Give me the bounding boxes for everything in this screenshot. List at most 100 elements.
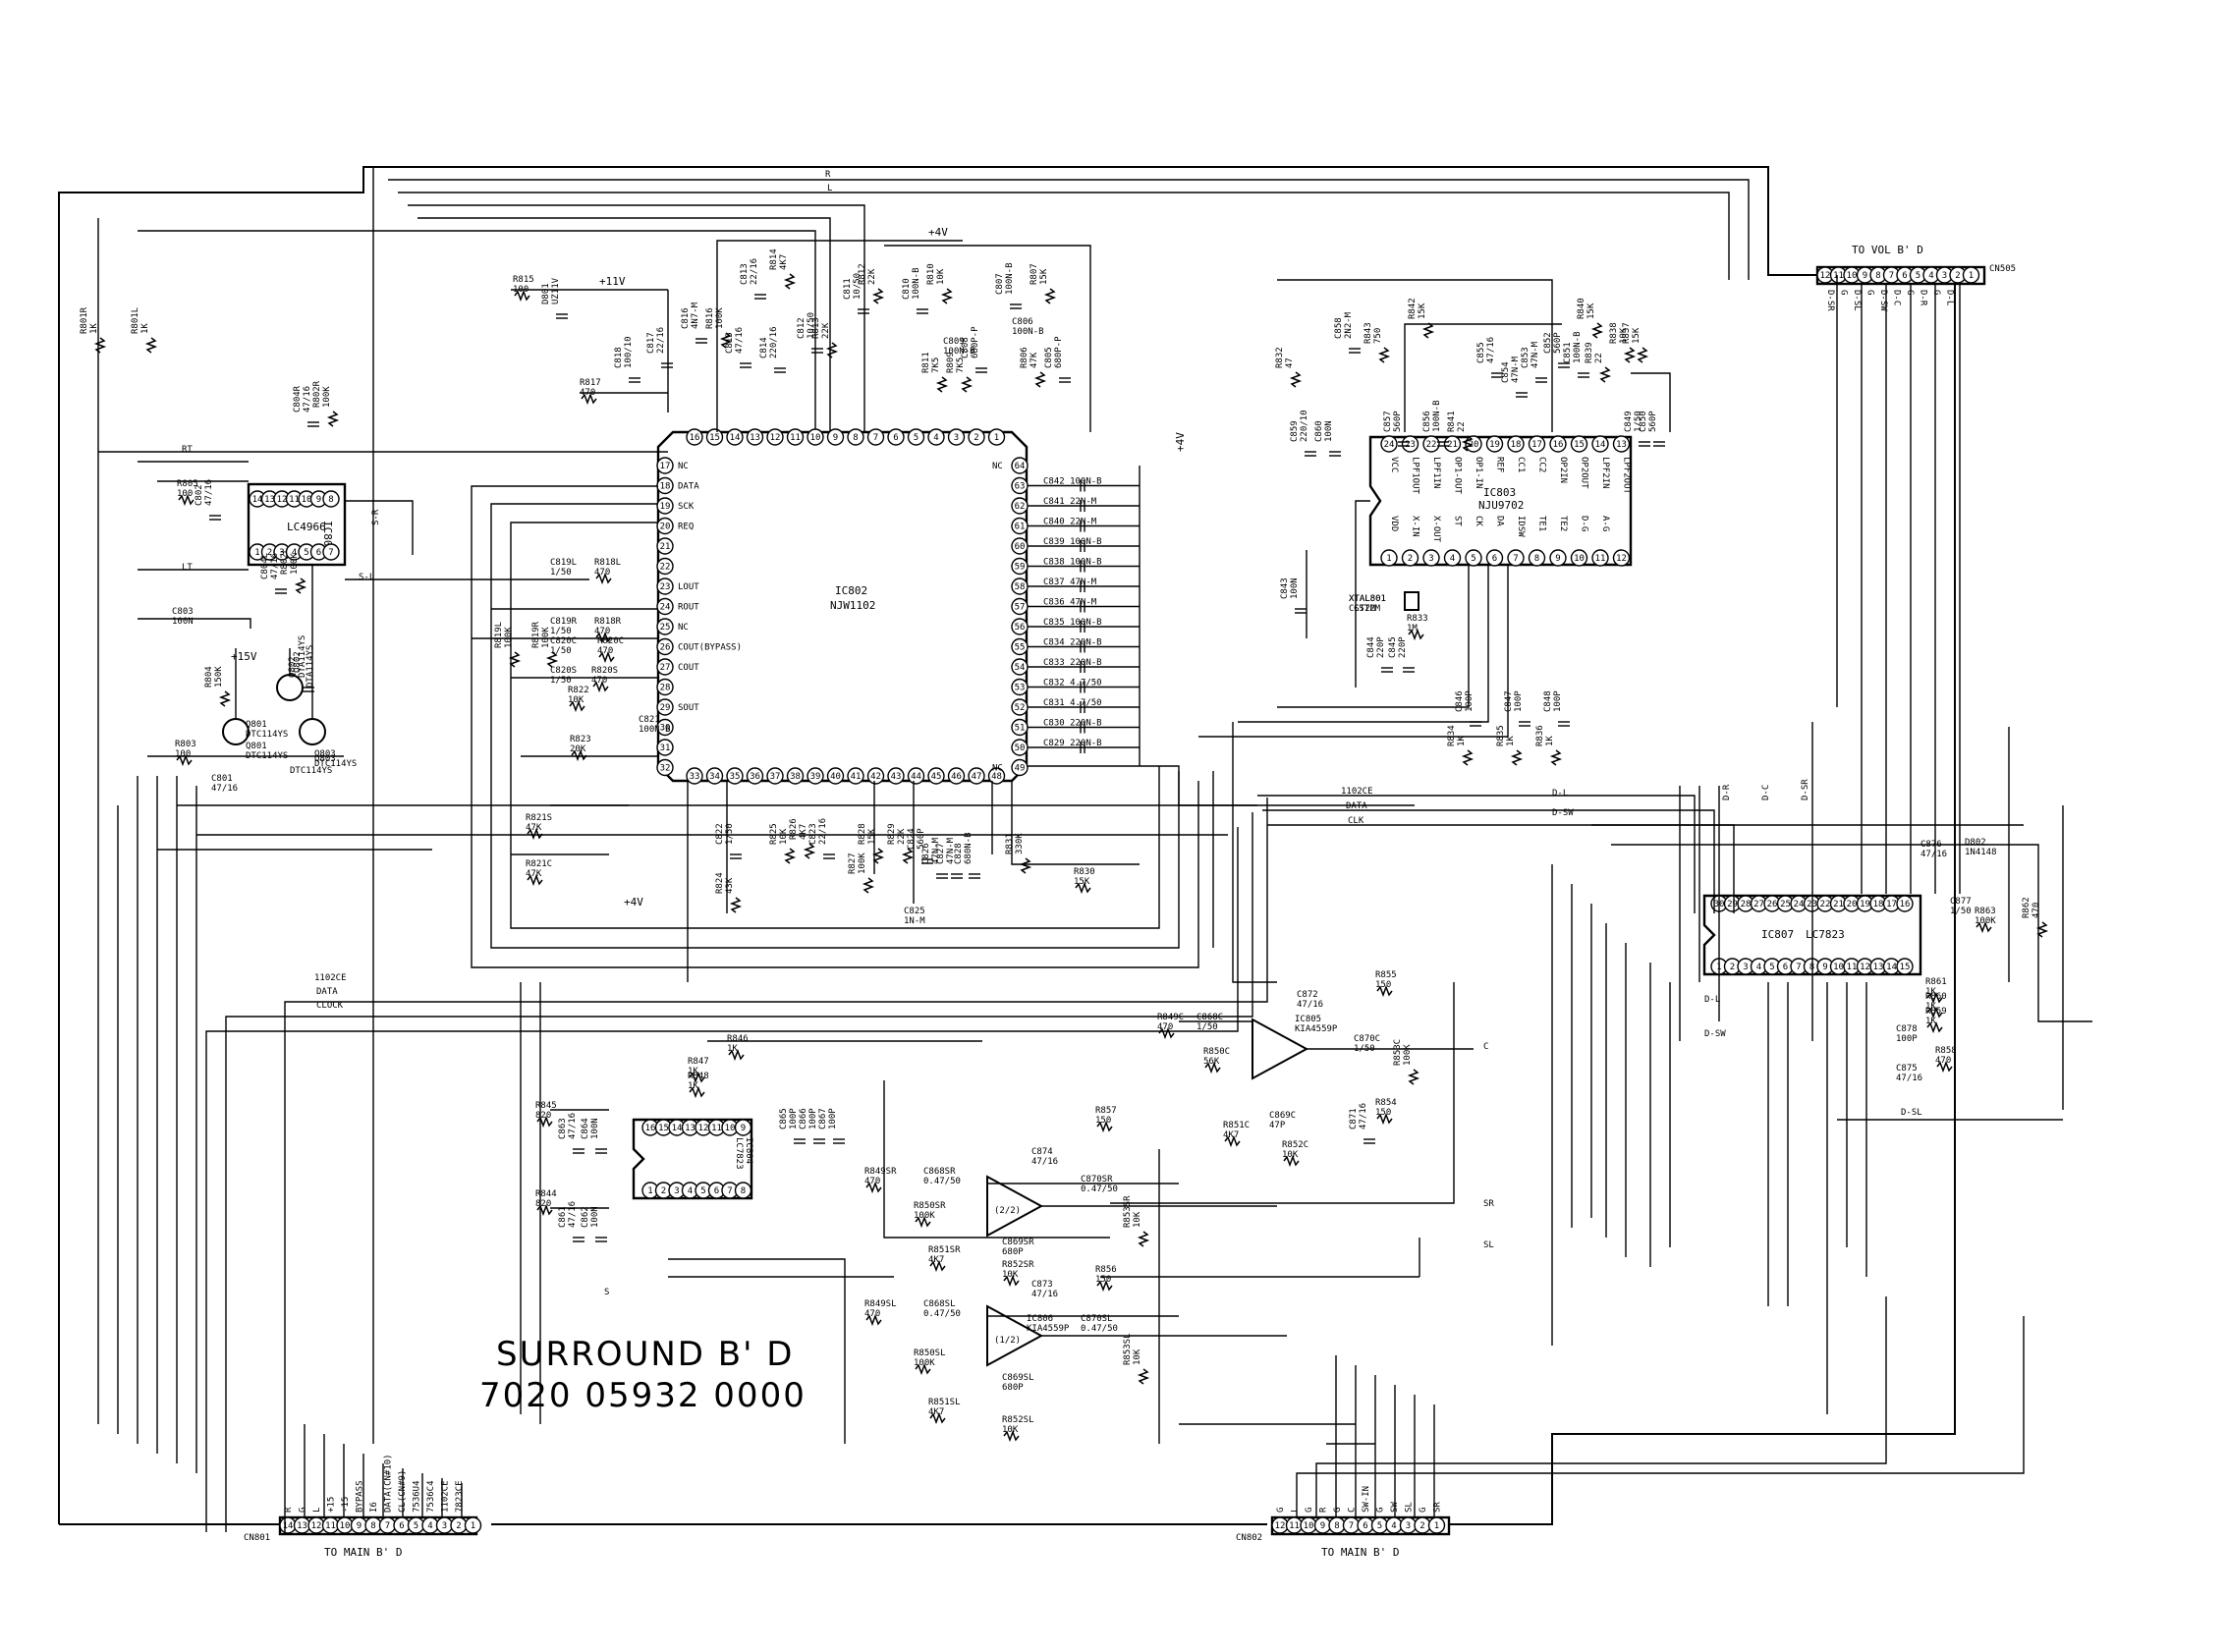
resistor-symbol <box>527 827 543 841</box>
cn505-pin: 3 <box>1942 271 1947 281</box>
ic804-pin: 16 <box>645 1124 656 1133</box>
component-ref: C824 <box>907 828 917 850</box>
net-label: SL <box>1483 1240 1494 1250</box>
component-value: 1/50 <box>1634 411 1643 432</box>
component-ref: R849SR <box>864 1167 897 1177</box>
ic802-cap-label: C832 4.7/50 <box>1043 679 1102 688</box>
component-value: 10K <box>1133 1349 1142 1365</box>
component-ref: R826 <box>789 818 799 840</box>
component-ref: R858 <box>1935 1046 1957 1056</box>
component-value: 47K <box>526 869 542 879</box>
component-ref: R813 <box>811 317 821 339</box>
component-value: 15K <box>1039 268 1049 285</box>
component-ref: R804 <box>204 666 214 688</box>
bus-label: 1102CE <box>1341 787 1373 797</box>
svg-text:Q802: Q802 <box>293 651 303 673</box>
component-ref: R821S <box>526 813 552 823</box>
component-ref: C806 <box>1012 317 1033 327</box>
ic802-pin: 19 <box>660 502 671 512</box>
component-value: 1K <box>140 323 150 334</box>
ic802-pin-body <box>705 767 724 785</box>
ic802-pin-body <box>766 428 784 446</box>
component-value: 47/16 <box>1920 850 1947 859</box>
cn801-pin-body <box>464 1516 482 1534</box>
component-ref: R859 <box>1925 1007 1947 1017</box>
resistor-symbol <box>326 411 340 427</box>
cn801-pin: 9 <box>357 1521 362 1531</box>
component-value: 0.47/50 <box>923 1309 961 1319</box>
ic802-pin-body <box>656 718 674 737</box>
power-label: +4V <box>624 896 643 909</box>
ic803-pin-body <box>1591 435 1609 453</box>
ic802-pin: 22 <box>660 563 671 573</box>
cn802-signal: L <box>1291 1508 1301 1513</box>
ic803-pin-body <box>1612 435 1631 453</box>
component-ref: C851 <box>1563 342 1573 363</box>
cn801-ref: CN801 <box>244 1533 270 1543</box>
component-value: 0.47/50 <box>1081 1184 1118 1194</box>
ic802-pin: 28 <box>660 684 671 693</box>
ic802-pin: 13 <box>750 433 760 443</box>
component-value: 100/10 <box>624 336 634 368</box>
ic802-pin-body <box>746 767 764 785</box>
cn801-signal: 1102CE <box>441 1480 451 1513</box>
component-ref: XTAL801 <box>1349 594 1386 604</box>
component-value: 22 <box>1457 421 1467 432</box>
resistor-symbol <box>1421 322 1435 339</box>
resistor-symbol <box>929 1259 946 1273</box>
ic803-pin-body <box>1485 549 1504 567</box>
component-ref: C823 <box>808 823 818 845</box>
ic803-pin: 17 <box>1531 440 1542 450</box>
component-value: 47/16 <box>1031 1157 1058 1167</box>
resistor-symbol <box>1636 347 1649 363</box>
ic801-pin: 4 <box>292 548 297 558</box>
ic803-pin-body <box>1443 549 1462 567</box>
ic802-pin: 59 <box>1015 563 1026 573</box>
component-ref: C801 <box>211 774 233 784</box>
component-value: 10/50 <box>853 273 863 300</box>
cn802-signal: G <box>1376 1508 1386 1513</box>
bus-label: DATA <box>316 987 338 997</box>
resistor-symbol <box>1549 749 1563 766</box>
ic807-pin: 16 <box>1900 900 1911 909</box>
ic802-cap-label: C842 100N-B <box>1043 477 1102 487</box>
component-ref: C819R <box>550 617 578 627</box>
ic802-pin: 7 <box>873 433 878 443</box>
net-label: S-R <box>371 509 381 525</box>
component-value: 47N-M <box>931 837 941 864</box>
component-ref: R803 <box>175 740 196 749</box>
svg-text:DTA114YS: DTA114YS <box>306 645 315 688</box>
ic802-pin-body <box>786 428 805 446</box>
ic802-pin: 60 <box>1015 542 1026 552</box>
component-value: 10/50 <box>807 312 816 339</box>
component-value: 47/16 <box>270 553 280 579</box>
component-value: 100K <box>541 627 551 648</box>
ic803-pin-body <box>1528 435 1546 453</box>
component-ref: C846 <box>1455 690 1465 712</box>
component-value: 220P <box>1398 636 1408 658</box>
ic807-pin: 29 <box>1727 900 1738 909</box>
ic803-pin-name: REF <box>1495 457 1505 472</box>
resistor-symbol <box>783 273 797 290</box>
ic807-pin: 12 <box>1860 963 1870 972</box>
cn801-signal: 7536U4 <box>413 1480 422 1513</box>
power-label: +11V <box>599 275 626 288</box>
ic801-part: LC4966 <box>287 521 326 533</box>
ic801-pin: 10 <box>302 495 312 505</box>
ic802-pin: 42 <box>870 772 881 782</box>
cn801-signal: 7536C4 <box>426 1480 436 1513</box>
ic803-pin-body <box>1380 435 1398 453</box>
cn801-signal: DATA(CN#10) <box>384 1454 394 1513</box>
ic803-pin-name: A-G <box>1600 516 1610 531</box>
component-value: 100N <box>590 1118 600 1139</box>
cn505-pin-body <box>1962 266 1980 284</box>
ic803-pin-name: D-G <box>1580 516 1589 531</box>
ic804-pin: 15 <box>658 1124 669 1133</box>
bus-label: DATA <box>1346 801 1367 811</box>
component-value: 680P-P <box>1054 336 1064 368</box>
power-label: +4V <box>928 226 948 239</box>
cn801-pin: 11 <box>325 1521 336 1531</box>
cn801-pin: 8 <box>370 1521 375 1531</box>
resistor-symbol <box>783 848 797 864</box>
